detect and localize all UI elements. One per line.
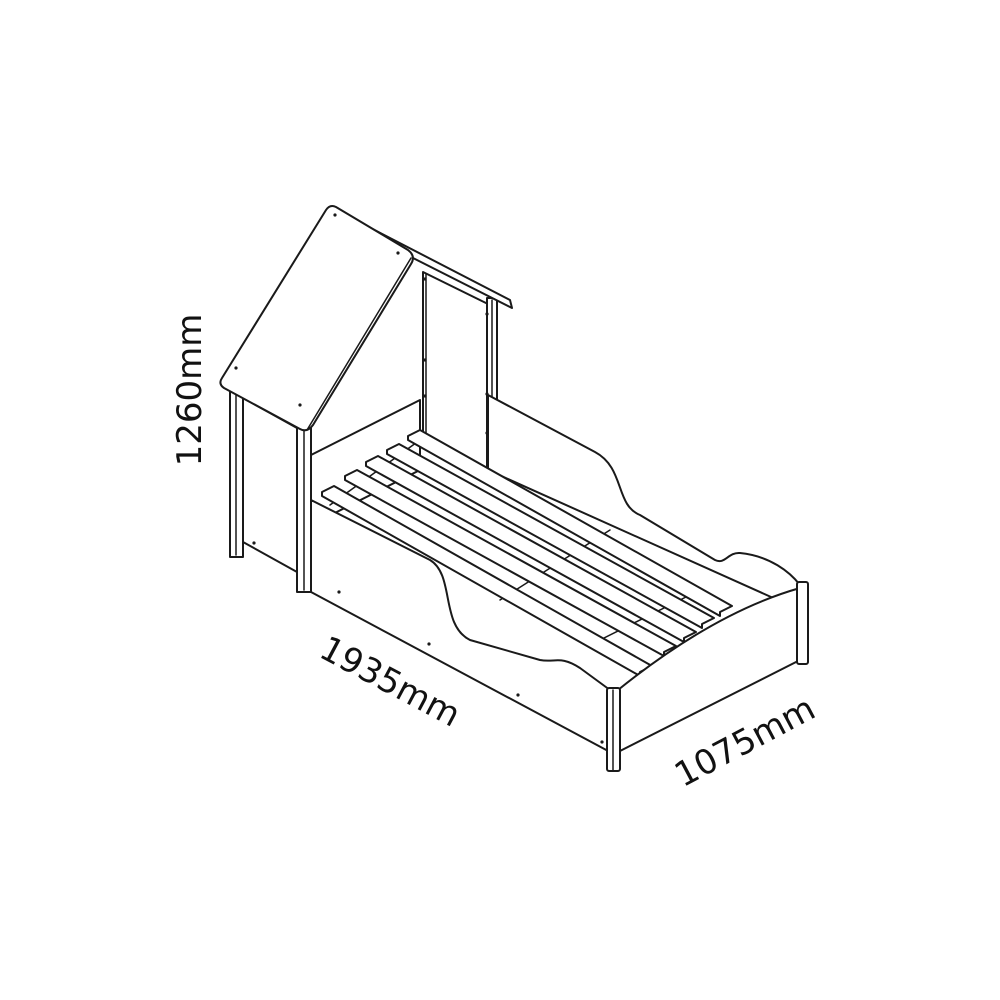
roof-panel bbox=[219, 205, 414, 432]
slat bbox=[344, 469, 677, 657]
slat bbox=[386, 443, 715, 629]
slat bbox=[407, 429, 733, 617]
foot-far-post bbox=[796, 581, 809, 665]
bed-slats bbox=[321, 429, 733, 677]
screw-dots bbox=[234, 213, 604, 744]
front-side-rail bbox=[310, 499, 611, 753]
slat bbox=[365, 455, 697, 643]
height-dimension-label: 1260mm bbox=[170, 313, 210, 467]
far-side-rail bbox=[487, 394, 801, 611]
